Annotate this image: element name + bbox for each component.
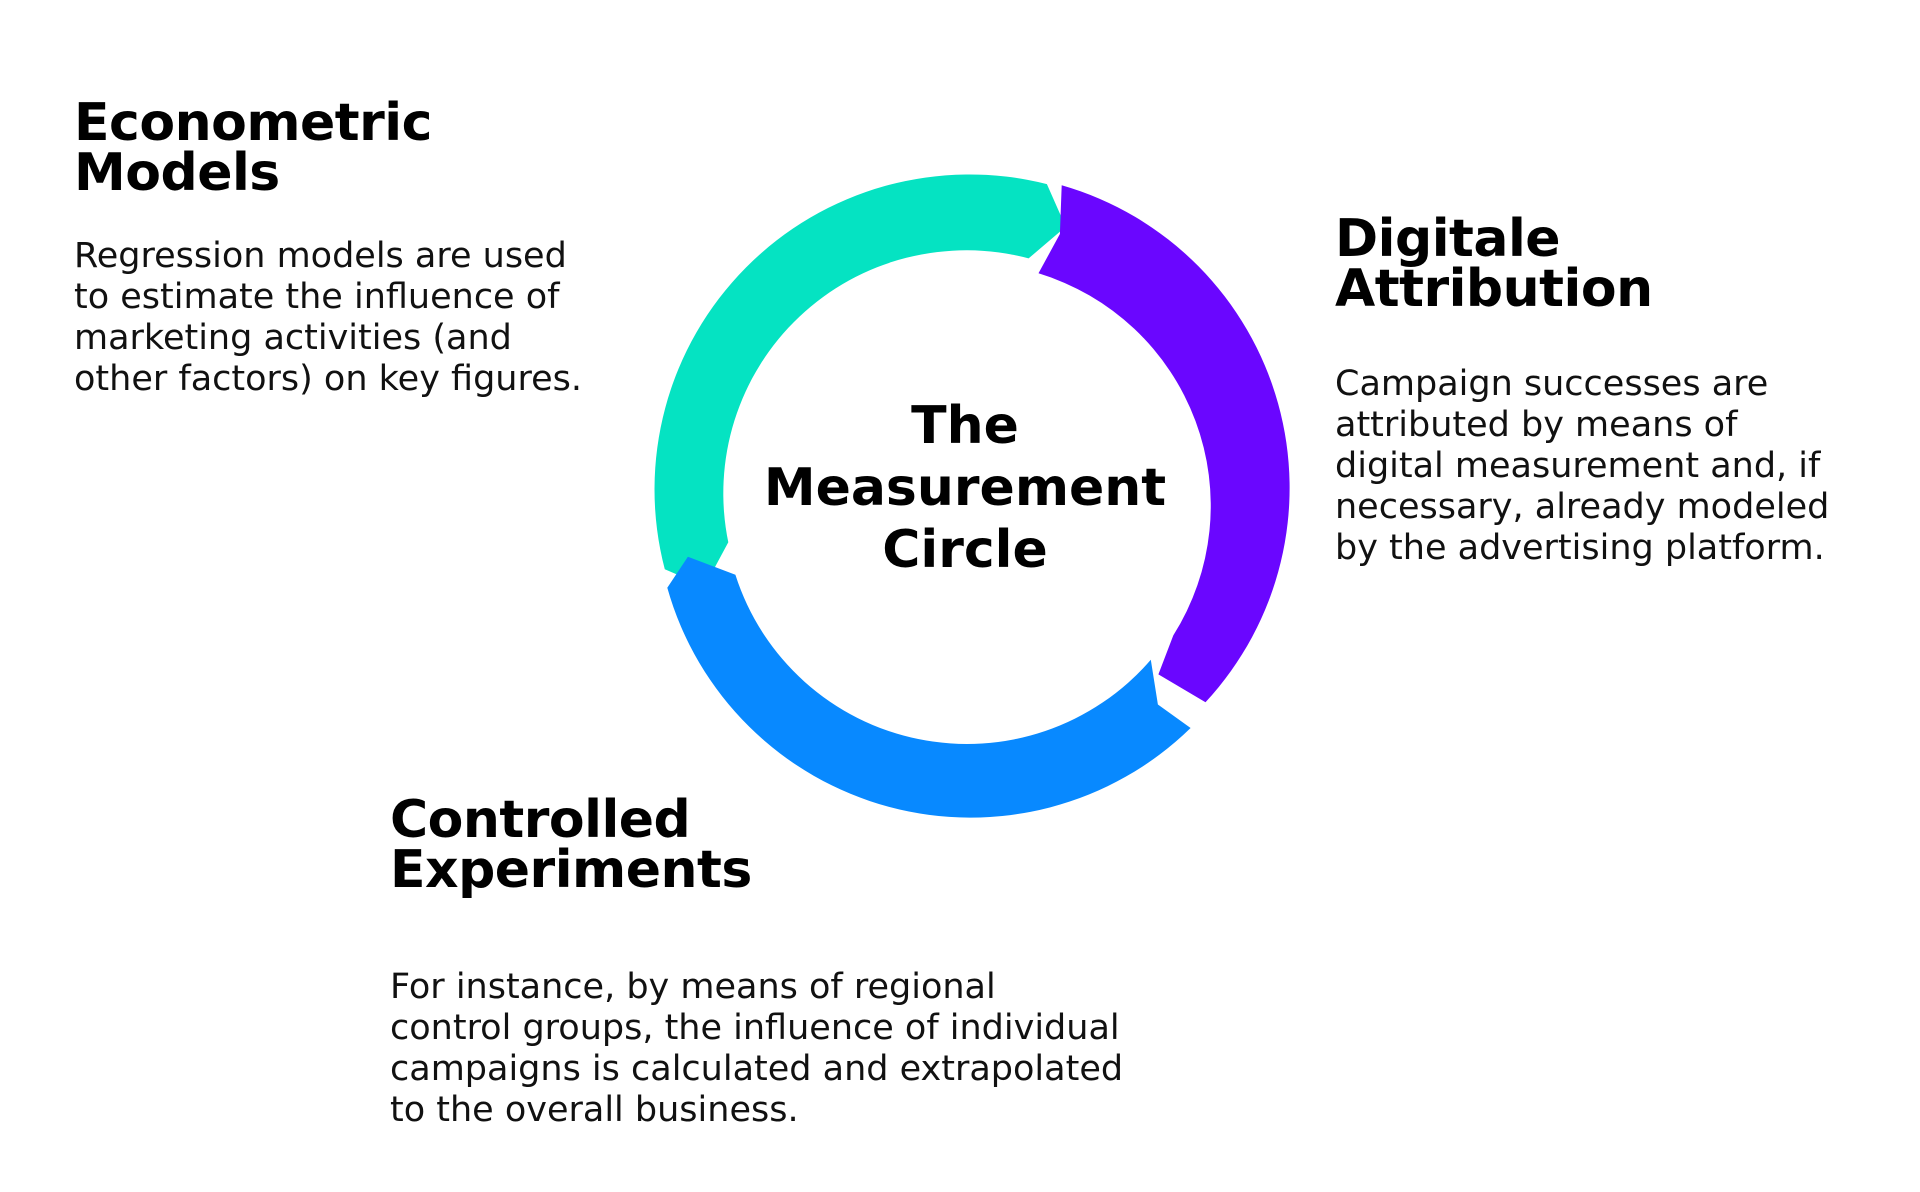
digital-attribution-description-line-1: Campaign successes are xyxy=(1335,364,1769,404)
econometric-models-section: Econometric Models Regression models are… xyxy=(74,93,582,400)
econometric-models-description-line-4: other factors) on key figures. xyxy=(74,359,582,399)
digital-attribution-heading: Digitale Attribution xyxy=(1335,209,1829,319)
econometric-models-description-line-2: to estimate the influence of xyxy=(74,277,560,317)
econometric-models-description-line-3: marketing activities (and xyxy=(74,318,512,358)
controlled-experiments-description-line-1: For instance, by means of regional xyxy=(390,967,996,1007)
controlled-experiments-heading-line-1: Controlled xyxy=(390,790,691,850)
controlled-experiments-description: For instance, by means of regional contr… xyxy=(390,967,1123,1131)
center-title-line-2: Measurement xyxy=(763,458,1167,518)
center-title: The Measurement Circle xyxy=(640,395,1290,581)
digital-attribution-section: Digitale Attribution Campaign successes … xyxy=(1335,209,1829,569)
econometric-models-heading-line-2: Models xyxy=(74,143,280,203)
digital-attribution-description-line-5: by the advertising platform. xyxy=(1335,528,1825,568)
controlled-experiments-heading: Controlled Experiments xyxy=(390,790,1123,900)
digital-attribution-description-line-3: digital measurement and, if xyxy=(1335,446,1821,486)
econometric-models-heading-line-1: Econometric xyxy=(74,93,432,153)
digital-attribution-description-line-2: attributed by means of xyxy=(1335,405,1738,445)
center-title-line-1: The xyxy=(911,396,1019,456)
controlled-experiments-arc xyxy=(667,556,1191,818)
measurement-cycle-diagram xyxy=(654,174,1290,818)
center-title-line-3: Circle xyxy=(882,520,1048,580)
econometric-models-description-line-1: Regression models are used xyxy=(74,236,567,276)
controlled-experiments-heading-line-2: Experiments xyxy=(390,840,752,900)
digital-attribution-arc xyxy=(1038,185,1290,703)
digital-attribution-heading-line-1: Digitale xyxy=(1335,209,1561,269)
controlled-experiments-description-line-4: to the overall business. xyxy=(390,1090,799,1130)
controlled-experiments-section: Controlled Experiments For instance, by … xyxy=(390,790,1123,1131)
econometric-models-heading: Econometric Models xyxy=(74,93,582,203)
digital-attribution-description-line-4: necessary, already modeled xyxy=(1335,487,1830,527)
digital-attribution-heading-line-2: Attribution xyxy=(1335,259,1653,319)
econometric-models-description: Regression models are used to estimate t… xyxy=(74,236,582,400)
digital-attribution-description: Campaign successes are attributed by mea… xyxy=(1335,364,1829,569)
econometric-models-arc xyxy=(654,174,1066,587)
controlled-experiments-description-line-2: control groups, the influence of individ… xyxy=(390,1008,1120,1048)
controlled-experiments-description-line-3: campaigns is calculated and extrapolated xyxy=(390,1049,1124,1089)
